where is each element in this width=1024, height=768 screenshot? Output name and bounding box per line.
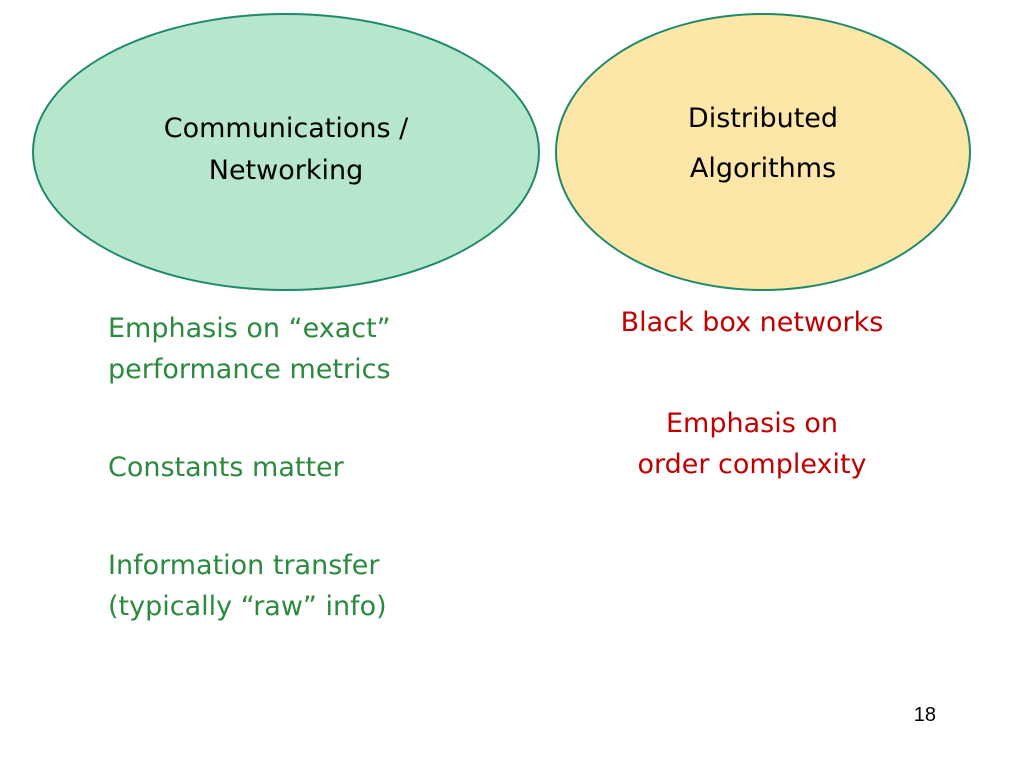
left-item-3-line-2: (typically “raw” info)	[108, 591, 387, 622]
communications-networking-ellipse: Communications / Networking	[32, 13, 540, 291]
right-item-2-line-2: order complexity	[637, 449, 867, 480]
networking-characteristics-list: Emphasis on “exact” performance metrics …	[108, 308, 391, 627]
right-item-2-line-1: Emphasis on	[665, 408, 838, 439]
distributed-algorithms-ellipse: Distributed Algorithms	[555, 13, 971, 291]
left-ellipse-line-2: Networking	[208, 155, 364, 186]
left-item-1-line-1: Emphasis on “exact”	[108, 313, 391, 344]
left-item-2-line-1: Constants matter	[108, 452, 344, 483]
left-ellipse-line-1: Communications /	[163, 113, 409, 144]
list-item: Information transfer (typically “raw” in…	[108, 545, 391, 627]
list-item: Constants matter	[108, 447, 391, 488]
left-item-1-line-2: performance metrics	[108, 354, 391, 385]
list-item: Emphasis on “exact” performance metrics	[108, 308, 391, 390]
right-ellipse-line-2: Algorithms	[689, 153, 837, 184]
right-item-1-line-1: Black box networks	[620, 307, 884, 338]
list-item: Emphasis on order complexity	[592, 403, 912, 485]
algorithms-characteristics-list: Black box networks Emphasis on order com…	[592, 302, 912, 485]
right-ellipse-line-1: Distributed	[687, 103, 839, 134]
page-number: 18	[913, 704, 936, 726]
left-item-3-line-1: Information transfer	[108, 550, 380, 581]
list-item: Black box networks	[592, 302, 912, 343]
